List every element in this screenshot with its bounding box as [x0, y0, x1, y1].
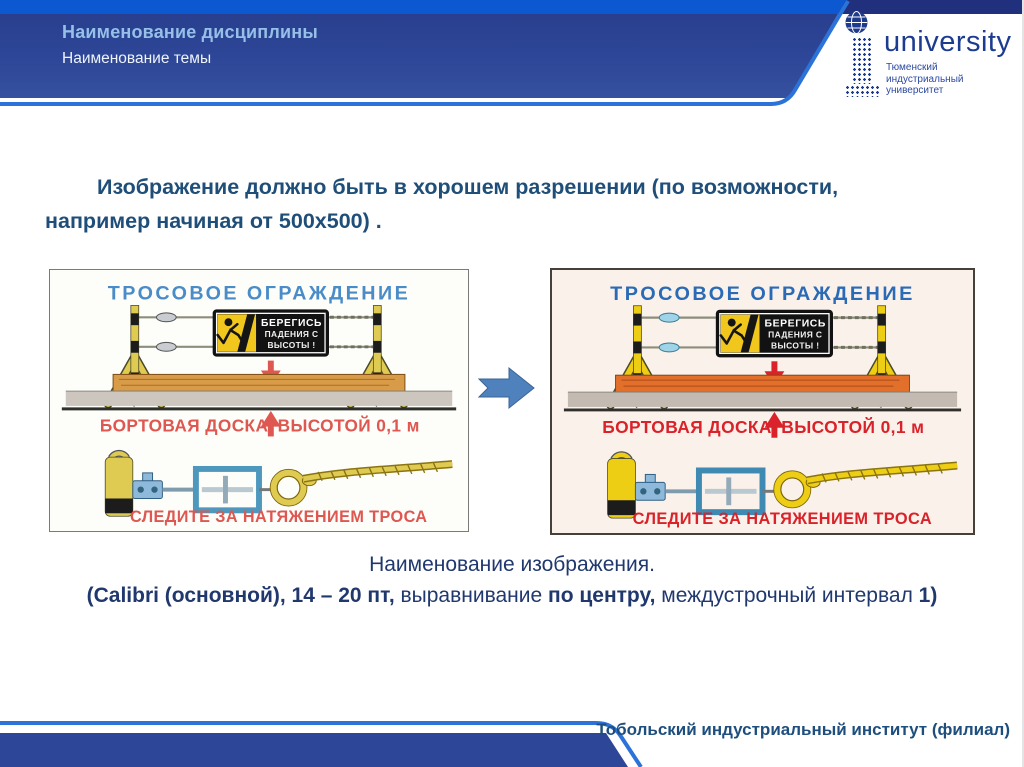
institute-name: Тобольский индустриальный институт (фили…: [596, 720, 1010, 739]
footer-accent-line: [0, 721, 643, 767]
globe-icon: [845, 11, 868, 34]
eye-ring: [269, 468, 308, 507]
warning-sign: БЕРЕГИСЬ ПАДЕНИЯ С ВЫСОТЫ !: [715, 309, 833, 358]
warning-sign: БЕРЕГИСЬ ПАДЕНИЯ С ВЫСОТЫ !: [212, 309, 329, 357]
safety-diagram-left: ТРОСОВОЕ ОГРАЖДЕНИЕ: [50, 270, 468, 531]
discipline-title: Наименование дисциплины: [62, 22, 318, 42]
board-label: БОРТОВАЯ ДОСКА: [100, 416, 268, 436]
caption-seg-reg-2: междустрочный интервал: [655, 584, 919, 607]
logo-dots-base: [844, 84, 879, 97]
header-accent-line: [0, 0, 850, 106]
eye-ring: [773, 470, 812, 509]
board-label: БОРТОВАЯ ДОСКА: [602, 417, 772, 437]
top-strip-blue: [0, 0, 846, 14]
sign-line-2: ПАДЕНИЯ С: [768, 329, 822, 339]
header-banner: [0, 0, 1024, 106]
caption-seg-bold-2: по центру,: [548, 584, 656, 607]
footer-navy-band: [0, 733, 628, 767]
side-board: [615, 374, 910, 393]
tensioner-assembly: [607, 451, 958, 519]
height-label: ВЫСОТОЙ 0,1 м: [781, 417, 924, 437]
safety-diagram-right: ТРОСОВОЕ ОГРАЖДЕНИЕ: [552, 270, 973, 533]
tension-label: СЛЕДИТЕ ЗА НАТЯЖЕНИЕМ ТРОСА: [633, 510, 932, 528]
paragraph-line-1: Изображение должно быть в хорошем разреш…: [97, 175, 839, 199]
falling-person-icon: [224, 318, 233, 327]
transform-arrow-icon: [478, 366, 535, 410]
ground: [61, 390, 457, 411]
caption-seg-reg-1: выравнивание: [394, 584, 549, 607]
image-caption: Наименование изображения. (Calibri (осно…: [0, 553, 1024, 608]
sign-line-1: БЕРЕГИСЬ: [765, 319, 826, 330]
sign-line-1: БЕРЕГИСЬ: [261, 318, 322, 329]
tension-label: СЛЕДИТЕ ЗА НАТЯЖЕНИЕМ ТРОСА: [130, 508, 427, 526]
falling-person-icon: [727, 318, 736, 327]
body-paragraph: Изображение должно быть в хорошем разреш…: [45, 170, 1005, 238]
ground: [563, 391, 962, 412]
up-arrow: [260, 410, 281, 437]
logo-subline-3: университет: [886, 85, 944, 96]
sign-line-3: ВЫСОТЫ !: [771, 340, 819, 350]
logo-subline-1: Тюменский: [886, 62, 938, 73]
university-logo: university Тюменский индустриальный унив…: [838, 0, 1024, 100]
figure-title: ТРОСОВОЕ ОГРАЖДЕНИЕ: [610, 283, 915, 305]
caption-line-2: (Calibri (основной), 14 – 20 пт, выравни…: [0, 584, 1024, 608]
caption-line-1: Наименование изображения.: [369, 553, 655, 576]
sign-line-3: ВЫСОТЫ !: [267, 340, 315, 350]
topic-subtitle: Наименование темы: [62, 50, 212, 67]
figure-after-highres: ТРОСОВОЕ ОГРАЖДЕНИЕ: [550, 268, 975, 535]
tensioner-assembly: [104, 449, 453, 517]
logo-subline-2: индустриальный: [886, 73, 964, 85]
side-board: [112, 373, 406, 392]
caption-seg-bold-1: (Calibri (основной), 14 – 20 пт,: [86, 584, 395, 607]
header-text-block: Наименование дисциплины Наименование тем…: [62, 22, 318, 68]
height-label: ВЫСОТОЙ 0,1 м: [278, 416, 420, 436]
logo-dots-column: [851, 36, 872, 84]
logo-wordmark: university: [884, 26, 1012, 58]
figure-title: ТРОСОВОЕ ОГРАЖДЕНИЕ: [108, 283, 410, 305]
up-arrow: [764, 411, 785, 438]
paragraph-line-2: например начиная от 500х500) .: [45, 209, 382, 233]
footer-banner: [0, 721, 643, 767]
slide-right-edge: [1022, 0, 1024, 767]
header-navy-band: [0, 14, 838, 98]
logo-subtext: Тюменский индустриальный университет: [886, 62, 963, 97]
sign-line-2: ПАДЕНИЯ С: [265, 329, 319, 339]
caption-seg-bold-3: 1): [918, 584, 938, 607]
figure-before-lowres: ТРОСОВОЕ ОГРАЖДЕНИЕ: [49, 269, 469, 532]
